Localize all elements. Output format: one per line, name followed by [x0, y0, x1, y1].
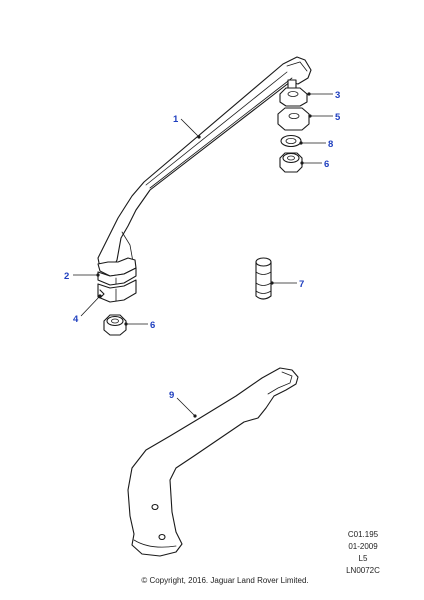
- svg-text:6: 6: [324, 159, 329, 170]
- copyright-notice: © Copyright, 2016. Jaguar Land Rover Lim…: [141, 576, 308, 585]
- svg-text:1: 1: [173, 114, 179, 125]
- part-6-nut-right: [279, 152, 303, 173]
- ref-level: L5: [359, 554, 368, 563]
- part-1-lever-arm: [97, 56, 312, 277]
- svg-text:8: 8: [328, 139, 333, 150]
- part-4-bush-lower: [97, 279, 137, 303]
- callout-4: 4: [73, 294, 102, 325]
- reference-block: C01.195 01-2009 L5 LN0072C: [346, 530, 380, 575]
- svg-text:3: 3: [335, 90, 340, 101]
- callout-3: 3: [307, 90, 340, 101]
- callout-1: 1: [173, 114, 201, 139]
- callout-6-left: 6: [124, 320, 155, 331]
- ref-code: LN0072C: [346, 566, 380, 575]
- part-9-cover: [127, 367, 299, 557]
- ref-date: 01-2009: [348, 542, 378, 551]
- callout-2: 2: [64, 271, 100, 282]
- ref-number: C01.195: [348, 530, 379, 539]
- callout-5: 5: [308, 112, 341, 123]
- svg-text:4: 4: [73, 314, 79, 325]
- svg-text:2: 2: [64, 271, 69, 282]
- callout-6-right: 6: [300, 159, 329, 170]
- svg-text:7: 7: [299, 279, 304, 290]
- part-3-bush-top: [279, 79, 308, 107]
- part-2-bush-upper: [97, 267, 137, 286]
- callout-9: 9: [169, 390, 197, 418]
- callout-8: 8: [299, 139, 333, 150]
- part-6-nut-left: [103, 314, 127, 336]
- svg-text:5: 5: [335, 112, 341, 123]
- part-7-rubber-stop: [255, 257, 272, 300]
- part-8-washer: [280, 134, 302, 148]
- svg-text:9: 9: [169, 390, 174, 401]
- svg-text:6: 6: [150, 320, 155, 331]
- callout-7: 7: [270, 279, 304, 290]
- part-5-bush: [277, 107, 310, 131]
